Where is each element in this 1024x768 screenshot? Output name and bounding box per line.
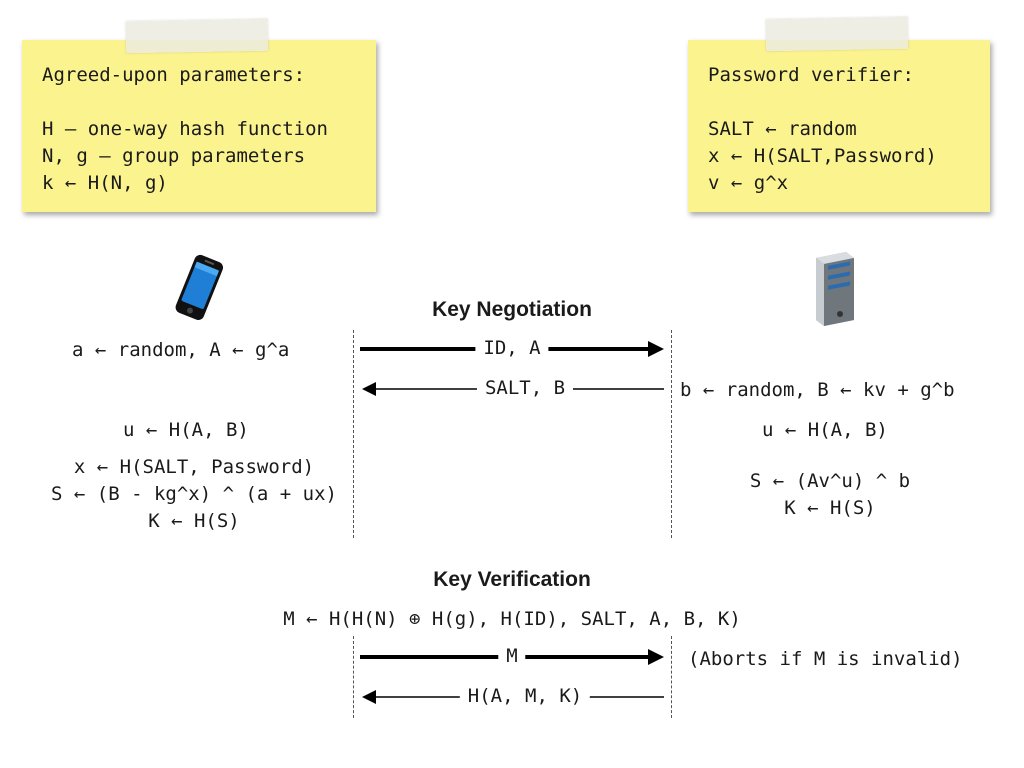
verifier-title: Password verifier:	[708, 64, 914, 86]
server-lifeline-1	[671, 330, 672, 538]
parameter-k: k ← H(N, g)	[42, 172, 168, 194]
abort-note: (Aborts if M is invalid)	[688, 648, 963, 670]
message-salt-b: SALT, B	[476, 377, 574, 399]
parameter-hash: H — one-way hash function	[42, 118, 328, 140]
message-m: M	[498, 645, 526, 667]
key-verification-heading: Key Verification	[433, 568, 591, 591]
message-h-amk: H(A, M, K)	[459, 685, 591, 707]
parameters-title: Agreed-upon parameters:	[42, 64, 306, 86]
parameters-note: Agreed-upon parameters: H — one-way hash…	[22, 40, 376, 212]
client-k-step: K ← H(S)	[148, 510, 240, 532]
client-lifeline-2	[353, 636, 354, 718]
message-id-a: ID, A	[475, 337, 549, 359]
smartphone-icon	[175, 254, 224, 320]
server-k-step: K ← H(S)	[784, 497, 876, 519]
verifier-v: v ← g^x	[708, 172, 789, 194]
verifier-x: x ← H(SALT,Password)	[708, 145, 937, 167]
server-b-step: b ← random, B ← kv + g^b	[680, 379, 955, 401]
verifier-salt: SALT ← random	[708, 118, 857, 140]
key-negotiation-heading: Key Negotiation	[432, 298, 592, 321]
client-x-step: x ← H(SALT, Password)	[73, 456, 315, 478]
client-lifeline-1	[353, 330, 354, 538]
verifier-note: Password verifier: SALT ← random x ← H(S…	[688, 40, 990, 212]
server-tower-icon	[816, 252, 854, 326]
tape-left	[125, 18, 269, 54]
client-u-step: u ← H(A, B)	[123, 419, 249, 441]
server-s-step: S ← (Av^u) ^ b	[749, 470, 911, 492]
client-a-step: a ← random, A ← g^a	[72, 339, 290, 361]
server-u-step: u ← H(A, B)	[762, 419, 888, 441]
server-lifeline-2	[671, 636, 672, 718]
parameter-group: N, g — group parameters	[42, 145, 306, 167]
client-s-step: S ← (B - kg^x) ^ (a + ux)	[51, 483, 337, 505]
m-formula: M ← H(H(N) ⊕ H(g), H(ID), SALT, A, B, K)	[283, 608, 741, 630]
tape-right	[765, 16, 909, 52]
